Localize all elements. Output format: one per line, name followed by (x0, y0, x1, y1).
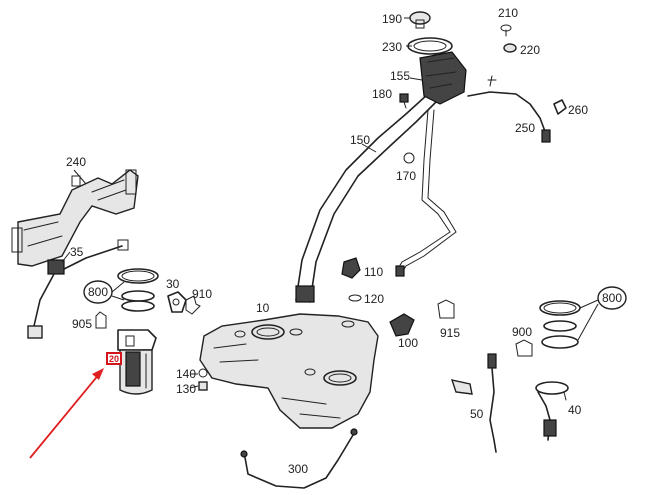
filler-neck-150 (295, 93, 437, 303)
highlight-20[interactable]: 20 (106, 352, 122, 365)
label-180: 180 (372, 87, 392, 101)
bracket-900 (515, 339, 533, 357)
leader-130 (189, 385, 199, 389)
sender-100 (389, 313, 415, 337)
label-220: 220 (520, 43, 540, 57)
seal-rings-left (117, 268, 159, 312)
label-260: 260 (568, 103, 588, 117)
label-100: 100 (398, 336, 418, 350)
hose-300 (240, 428, 358, 489)
label-150: 150 (350, 133, 370, 147)
seal-230 (407, 37, 453, 55)
grommet-120 (348, 294, 362, 302)
label-240: 240 (66, 155, 86, 169)
clip-170 (403, 152, 415, 164)
screw-130 (198, 381, 208, 391)
hose-250 (467, 75, 551, 143)
label-110: 110 (364, 265, 383, 279)
label-10: 10 (256, 301, 270, 315)
label-120: 120 (364, 292, 384, 306)
red-pointer-arrow (29, 368, 104, 459)
label-900: 900 (512, 325, 532, 339)
label-230: 230 (382, 40, 402, 54)
callout-800-left: 800 (83, 280, 125, 304)
part-30 (167, 291, 187, 313)
clip-260 (553, 99, 567, 115)
label-40: 40 (568, 403, 582, 417)
filler-head-155 (419, 51, 467, 105)
bracket-915 (437, 299, 455, 319)
label-50: 50 (470, 407, 484, 421)
label-130: 130 (176, 382, 196, 396)
label-800-right: 800 (602, 291, 622, 305)
leader-240 (73, 169, 87, 185)
label-250: 250 (515, 121, 535, 135)
label-915: 915 (440, 326, 460, 340)
leader-155 (409, 77, 423, 81)
label-35: 35 (70, 245, 84, 259)
level-sensor-50 (450, 353, 497, 453)
fuel-pump-20 (117, 329, 157, 395)
clip-220 (503, 43, 517, 53)
vent-line-170 (395, 109, 457, 277)
label-210: 210 (498, 6, 518, 20)
label-910: 910 (192, 287, 212, 301)
label-170: 170 (396, 169, 416, 183)
bracket-910 (185, 295, 201, 315)
leader-35 (61, 251, 71, 263)
screw-210 (500, 24, 512, 37)
label-800-left: 800 (88, 285, 108, 299)
label-905: 905 (72, 317, 92, 331)
label-155: 155 (390, 69, 410, 83)
callout-800-right: 800 (577, 286, 627, 341)
valve-110 (341, 257, 361, 279)
screw-140 (198, 368, 208, 378)
label-20: 20 (109, 354, 119, 364)
label-300: 300 (288, 462, 308, 476)
cap-190 (409, 11, 431, 29)
label-190: 190 (382, 12, 402, 26)
seal-rings-right (539, 300, 581, 349)
label-30: 30 (166, 277, 180, 291)
fuel-pump-40 (535, 381, 569, 441)
fuel-tank-10 (199, 313, 379, 429)
label-140: 140 (176, 367, 196, 381)
sensor-35 (27, 239, 129, 339)
heat-shield-240 (11, 169, 139, 267)
leader-150 (361, 143, 377, 153)
clip-180 (399, 93, 409, 109)
bracket-905 (95, 311, 107, 329)
